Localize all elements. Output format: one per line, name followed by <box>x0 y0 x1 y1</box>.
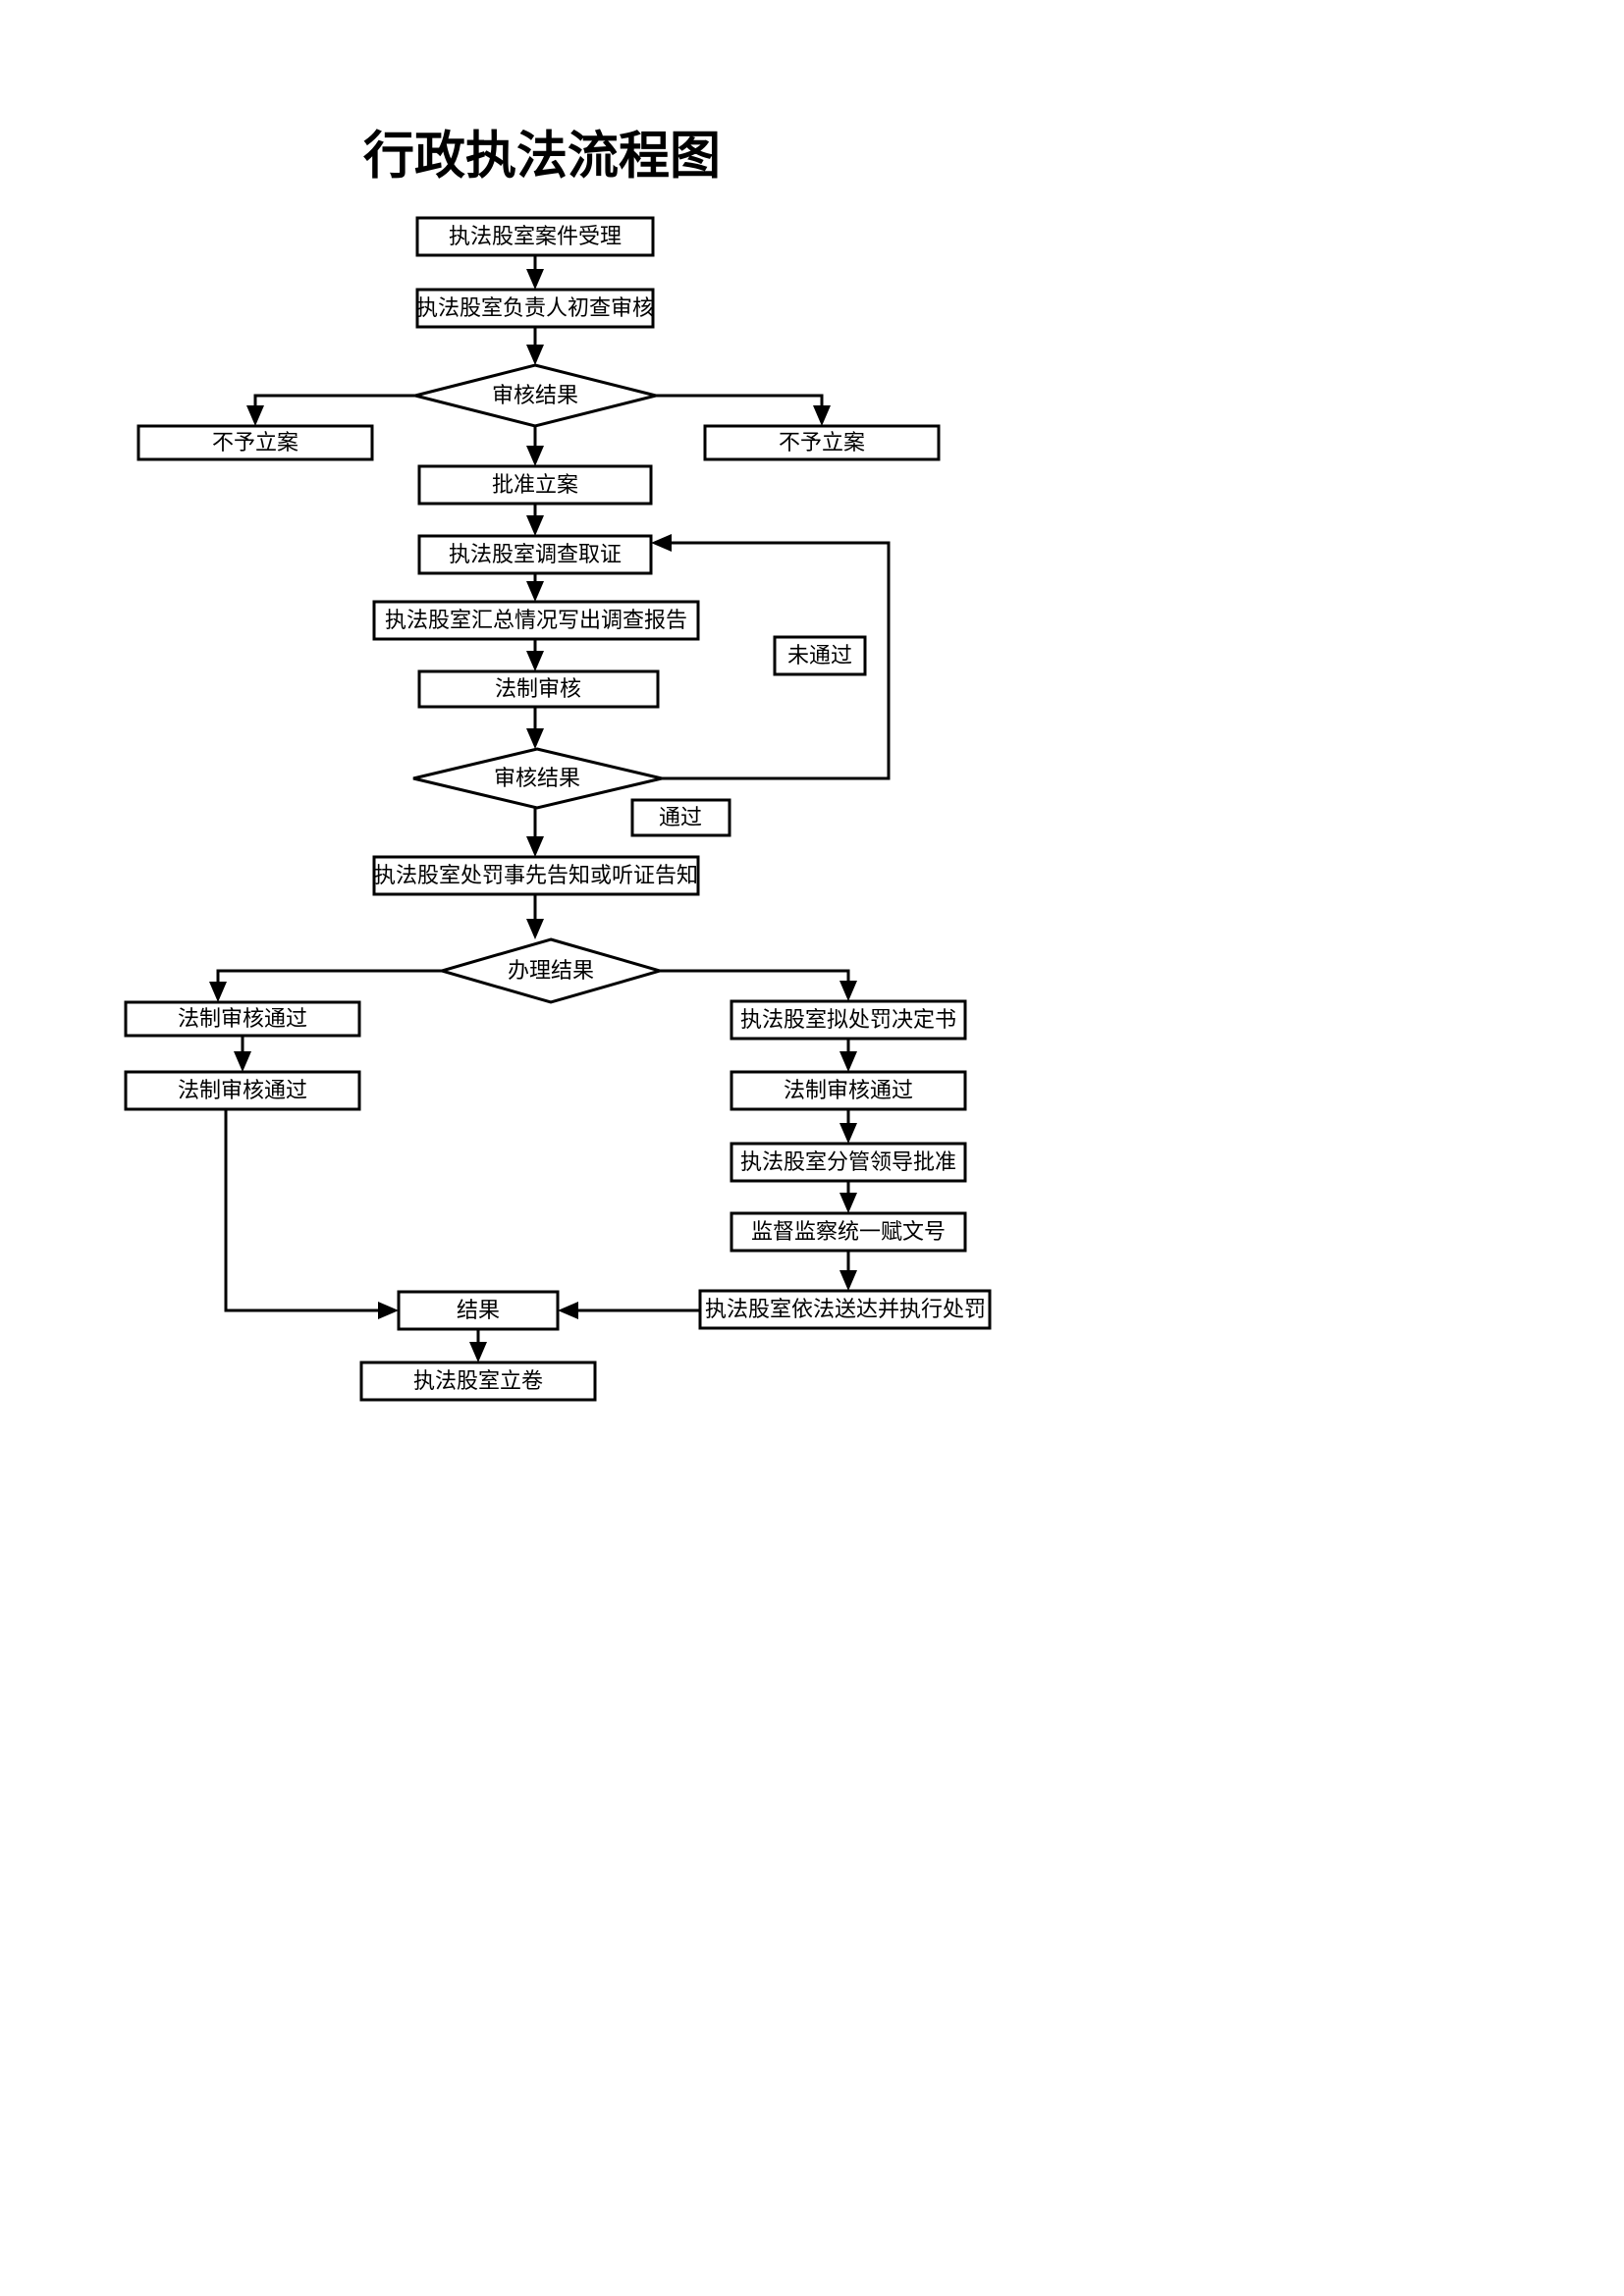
edge-n3-n4 <box>246 394 415 426</box>
node-handling-result[interactable]: 办理结果 <box>436 937 666 1004</box>
edge-n22-n23 <box>469 1329 487 1362</box>
edge-n10-n13 <box>526 808 544 857</box>
node-review-result-1[interactable]: 审核结果 <box>414 363 657 428</box>
node-label: 执法股室负责人初查审核 <box>416 296 654 321</box>
node-prior-notice-hearing[interactable]: 执法股室处罚事先告知或听证告知 <box>372 855 700 896</box>
node-legal-review-passed-left-1[interactable]: 法制审核通过 <box>124 1000 361 1038</box>
node-label: 办理结果 <box>508 959 594 984</box>
edge-n14-n17 <box>660 969 857 1001</box>
edge-n20-n21 <box>839 1251 857 1291</box>
edge-n10-n7-feedback <box>651 534 891 780</box>
node-serve-and-execute-penalty[interactable]: 执法股室依法送达并执行处罚 <box>698 1289 992 1330</box>
node-file-archiving[interactable]: 执法股室立卷 <box>359 1361 597 1402</box>
node-label: 法制审核通过 <box>784 1079 913 1103</box>
node-label-passed[interactable]: 通过 <box>630 798 731 837</box>
edge-n1-n2 <box>526 255 544 290</box>
node-investigation-evidence[interactable]: 执法股室调查取证 <box>417 534 653 575</box>
node-label-not-passed[interactable]: 未通过 <box>773 635 867 676</box>
node-review-result-2[interactable]: 审核结果 <box>412 747 663 810</box>
edge-n8-n9 <box>526 639 544 671</box>
node-no-filing-left[interactable]: 不予立案 <box>136 424 374 461</box>
node-label: 结果 <box>457 1299 500 1323</box>
node-label: 法制审核通过 <box>178 1007 307 1032</box>
edge-n3-n5 <box>656 394 831 426</box>
node-case-acceptance[interactable]: 执法股室案件受理 <box>415 216 655 257</box>
node-label: 执法股室调查取证 <box>449 543 622 567</box>
edge-n16-n22 <box>224 1109 399 1319</box>
edge-n21-n22 <box>558 1302 700 1319</box>
edge-n3-n6 <box>526 426 544 466</box>
node-investigation-report[interactable]: 执法股室汇总情况写出调查报告 <box>372 600 700 641</box>
edge-n2-n3 <box>526 327 544 365</box>
node-document-number-assignment[interactable]: 监督监察统一赋文号 <box>730 1211 967 1253</box>
edge-n19-n20 <box>839 1181 857 1213</box>
edge-n9-n10 <box>526 707 544 749</box>
node-label: 审核结果 <box>494 767 580 791</box>
node-legal-review-passed-right[interactable]: 法制审核通过 <box>730 1070 967 1111</box>
node-draft-penalty-decision[interactable]: 执法股室拟处罚决定书 <box>730 999 967 1041</box>
node-legal-review-passed-left-2[interactable]: 法制审核通过 <box>124 1070 361 1111</box>
node-label: 执法股室依法送达并执行处罚 <box>705 1298 986 1322</box>
node-label: 通过 <box>659 806 702 830</box>
node-preliminary-review[interactable]: 执法股室负责人初查审核 <box>415 288 655 329</box>
node-label: 执法股室拟处罚决定书 <box>740 1008 956 1033</box>
edge-n14-n15 <box>209 969 442 1002</box>
node-label: 执法股室立卷 <box>413 1369 543 1394</box>
node-approve-filing[interactable]: 批准立案 <box>417 464 653 506</box>
edge-n18-n19 <box>839 1109 857 1144</box>
node-leader-approval[interactable]: 执法股室分管领导批准 <box>730 1142 967 1183</box>
node-legal-review[interactable]: 法制审核 <box>417 669 660 709</box>
edge-layer <box>209 255 891 1362</box>
edge-n7-n8 <box>526 573 544 602</box>
node-label: 法制审核通过 <box>178 1079 307 1103</box>
node-label: 执法股室处罚事先告知或听证告知 <box>374 864 698 888</box>
node-label: 法制审核 <box>495 677 581 702</box>
edge-n13-n14 <box>526 894 544 939</box>
node-label: 执法股室案件受理 <box>449 225 622 249</box>
node-result[interactable]: 结果 <box>397 1290 560 1331</box>
node-label: 监督监察统一赋文号 <box>751 1220 946 1245</box>
node-label: 执法股室分管领导批准 <box>740 1150 956 1175</box>
node-label: 审核结果 <box>492 384 578 408</box>
node-label: 执法股室汇总情况写出调查报告 <box>385 609 687 633</box>
node-label: 不予立案 <box>779 431 865 455</box>
node-label: 不予立案 <box>212 431 298 455</box>
edge-n17-n18 <box>839 1039 857 1072</box>
node-label: 批准立案 <box>492 473 578 498</box>
edge-n6-n7 <box>526 504 544 536</box>
node-no-filing-right[interactable]: 不予立案 <box>703 424 941 461</box>
edge-n15-n16 <box>234 1036 251 1072</box>
node-layer: 执法股室案件受理 执法股室负责人初查审核 审核结果 不予立案 不予立案 <box>124 216 992 1402</box>
node-label: 未通过 <box>787 644 852 668</box>
page-title: 行政执法流程图 <box>363 127 721 187</box>
